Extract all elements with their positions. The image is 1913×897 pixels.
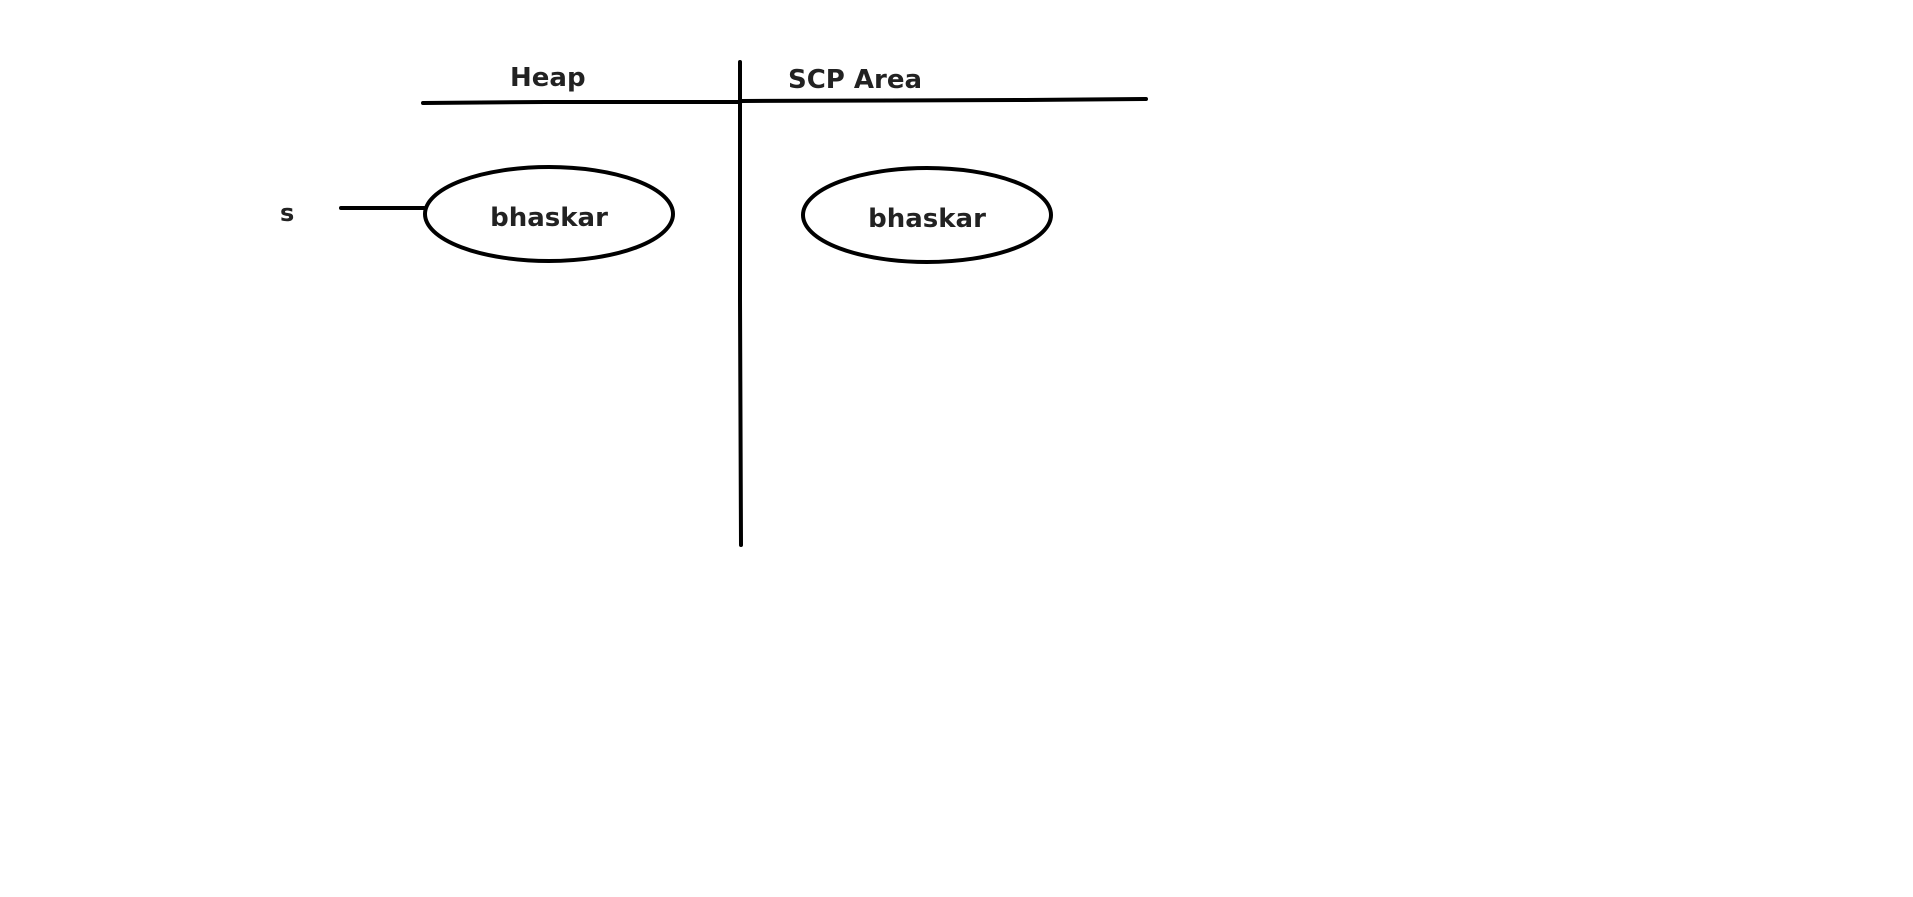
region-divider-line — [738, 60, 743, 547]
heap-title: Heap — [510, 63, 586, 93]
scp-object-label: bhaskar — [868, 204, 986, 234]
heap-object-label: bhaskar — [490, 203, 608, 233]
scp-area-title: SCP Area — [788, 65, 922, 95]
scp-object-ellipse — [801, 166, 1053, 264]
heap-object-ellipse — [423, 165, 675, 263]
header-divider-line — [421, 97, 1148, 105]
reference-variable-label: s — [280, 199, 294, 227]
